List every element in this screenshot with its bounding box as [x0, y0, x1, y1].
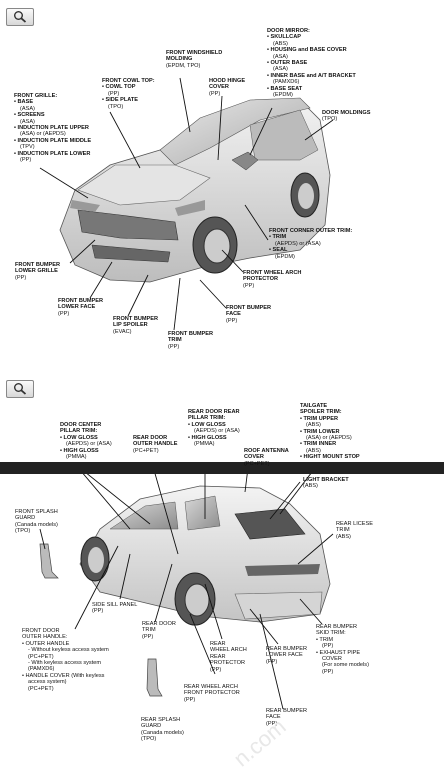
- label-front-wheel-arch-protector: FRONT WHEEL ARCH PROTECTOR (PP): [243, 270, 302, 289]
- label-rear-wheel-arch-rear-protector: REAR WHEEL ARCH REAR PROTECTOR (PP): [210, 641, 247, 673]
- label-roof-antenna-cover: ROOF ANTENNA COVER (PC+PET): [244, 448, 289, 467]
- magnifier-icon: [14, 383, 27, 395]
- label-rear-bumper-lower-face: REAR BUMPER LOWER FACE (PP): [266, 646, 308, 665]
- rear-car-illustration: [39, 474, 334, 710]
- label-hood-hinge-cover: HOOD HINGE COVER (PP): [209, 78, 246, 97]
- label-rear-license-trim: REAR LICESE TRIM (ABS): [336, 521, 373, 540]
- label-rear-door-outer-handle: REAR DOOR OUTER HANDLE (PC+PET): [133, 435, 178, 454]
- label-front-windshield-molding: FRONT WINDSHIELD MOLDING (EPDM, TPO): [166, 50, 223, 69]
- label-front-bumper-face: FRONT BUMPER FACE (PP): [226, 305, 272, 324]
- label-front-splash-guard: FRONT SPLASH GUARD (Canada models) (TPO): [15, 509, 58, 535]
- label-side-sill-panel: SIDE SILL PANEL (PP): [92, 602, 138, 615]
- label-door-mirror: DOOR MIRROR: • SKULLCAP (ABS) • HOUSING …: [267, 28, 356, 99]
- label-front-bumper-lower-grille: FRONT BUMPER LOWER GRILLE (PP): [15, 262, 61, 281]
- label-tailgate-spoiler-trim: TAILGATE SPOILER TRIM: • TRIM UPPER (ABS…: [300, 403, 360, 461]
- label-rear-bumper-skid-trim: REAR BUMPER SKID TRIM: • TRIM (PP) • EXH…: [316, 624, 369, 675]
- label-front-bumper-trim: FRONT BUMPER TRIM (PP): [168, 331, 214, 350]
- zoom-button-bottom[interactable]: [6, 380, 34, 398]
- magnifier-icon: [14, 11, 27, 23]
- zoom-button-top[interactable]: [6, 8, 34, 26]
- label-front-bumper-lip-spoiler: FRONT BUMPER LIP SPOILER (EVAC): [113, 316, 159, 335]
- label-rear-bumper-face: REAR BUMPER FACE (PP): [266, 708, 308, 727]
- label-rear-splash-guard: REAR SPLASH GUARD (Canada models) (TPO): [141, 717, 184, 743]
- label-light-bracket: LIGHT BRACKET (ABS): [303, 477, 349, 490]
- label-front-grille: FRONT GRILLE: • BASE (ASA) • SCREENS (AS…: [14, 93, 92, 164]
- label-front-corner-outer-trim: FRONT CORNER OUTER TRIM: • TRIM (AEPDS) …: [269, 228, 353, 260]
- label-front-bumper-lower-face: FRONT BUMPER LOWER FACE (PP): [58, 298, 104, 317]
- label-front-cowl-top: FRONT COWL TOP: • COWL TOP (PP) • SIDE P…: [102, 78, 155, 110]
- label-door-center-pillar-trim: DOOR CENTER PILLAR TRIM: • LOW GLOSS (AE…: [60, 422, 112, 461]
- label-door-moldings: DOOR MOLDINGS (TPO): [322, 110, 371, 123]
- label-rear-door-trim: REAR DOOR TRIM (PP): [142, 621, 176, 640]
- label-rear-door-rear-pillar-trim: REAR DOOR REAR PILLAR TRIM: • LOW GLOSS …: [188, 409, 240, 448]
- label-front-door-outer-handle: FRONT DOOR OUTER HANDLE: • OUTER HANDLE …: [22, 628, 109, 692]
- label-rear-wheel-arch-front-protector: REAR WHEEL ARCH FRONT PROTECTOR (PP): [184, 684, 240, 703]
- front-car-illustration: [39, 77, 334, 331]
- section-divider: [0, 462, 444, 474]
